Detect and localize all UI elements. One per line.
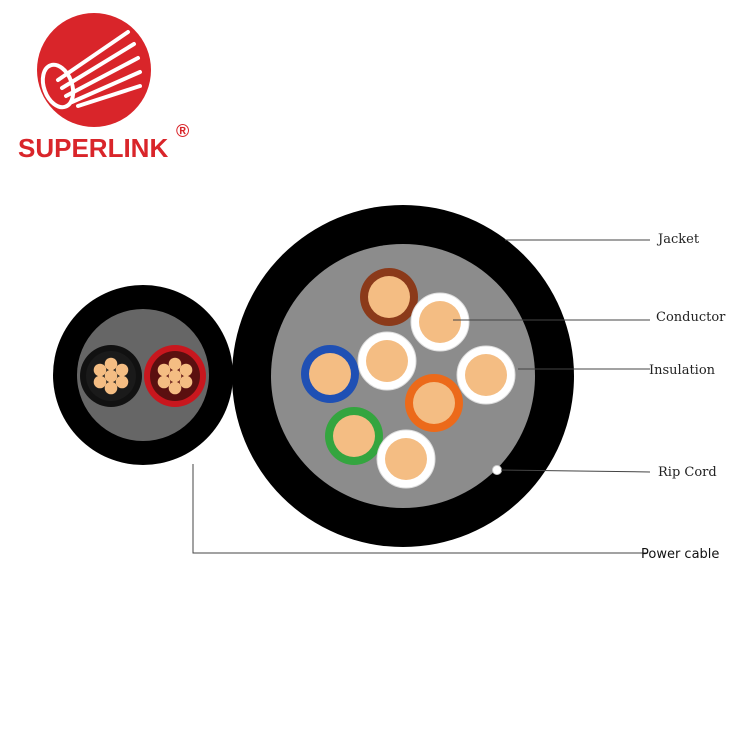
rip-cord	[492, 465, 502, 475]
copper-core	[309, 353, 351, 395]
power-cable-filler	[77, 309, 209, 441]
copper-strand	[104, 381, 118, 395]
twisted-pair-conductors	[301, 268, 516, 489]
data-cable	[232, 205, 574, 547]
copper-strand	[168, 357, 182, 371]
copper-strand	[104, 369, 118, 383]
power-cable-leader	[192, 464, 648, 554]
brand-name: SUPERLINK	[18, 133, 168, 163]
conductor-green	[325, 407, 383, 465]
conductor-white-orange	[456, 345, 516, 405]
label-conductor: Conductor	[656, 310, 726, 325]
copper-core	[333, 415, 375, 457]
copper-strands	[93, 357, 193, 395]
copper-strand	[168, 381, 182, 395]
copper-strand	[93, 375, 107, 389]
copper-strand	[104, 357, 118, 371]
copper-core	[465, 354, 507, 396]
label-power-cable: Power cable	[641, 547, 719, 562]
copper-strand	[157, 363, 171, 377]
conductor-brown	[360, 268, 418, 326]
label-rip-cord: Rip Cord	[658, 465, 717, 480]
conductor-white-brown	[410, 292, 470, 352]
copper-core	[419, 301, 461, 343]
conductor-blue	[301, 345, 359, 403]
conductor-orange	[405, 374, 463, 432]
label-jacket: Jacket	[656, 232, 700, 247]
rip-cord-leader	[500, 469, 651, 473]
copper-strand	[115, 363, 129, 377]
copper-strand	[93, 363, 107, 377]
copper-strand	[168, 369, 182, 383]
conductor-white-green	[376, 429, 436, 489]
copper-core	[413, 382, 455, 424]
copper-core	[368, 276, 410, 318]
copper-core	[366, 340, 408, 382]
copper-strand	[179, 375, 193, 389]
power-cable	[53, 285, 233, 465]
superlink-logo: SUPERLINK ®	[18, 13, 189, 163]
registered-mark: ®	[176, 121, 189, 141]
copper-strand	[157, 375, 171, 389]
copper-strand	[179, 363, 193, 377]
label-insulation: Insulation	[649, 363, 716, 378]
copper-core	[385, 438, 427, 480]
copper-strand	[115, 375, 129, 389]
conductor-white-blue	[357, 331, 417, 391]
leader-lines	[192, 239, 651, 554]
logo-cable-strands-icon	[40, 30, 142, 110]
